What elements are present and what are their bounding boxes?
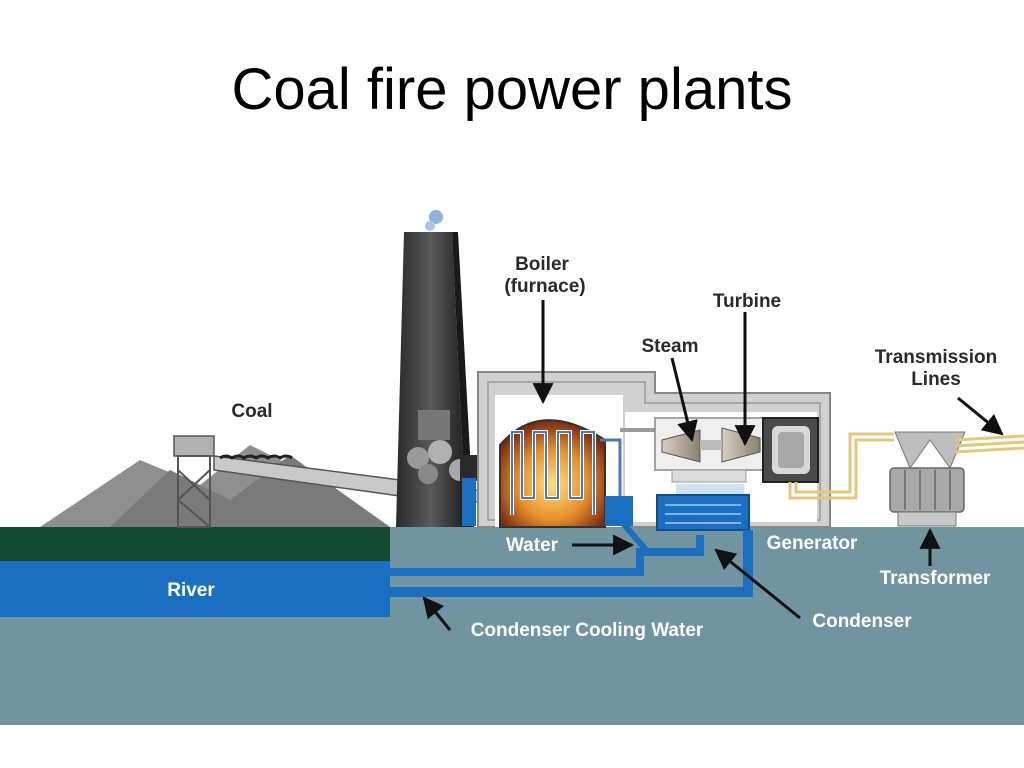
generator-power-lines bbox=[788, 432, 894, 500]
generator bbox=[762, 417, 819, 483]
label-transmission-line1: Transmission bbox=[875, 347, 998, 368]
label-generator: Generator bbox=[767, 533, 858, 554]
label-river: River bbox=[167, 580, 215, 601]
slide-title: Coal fire power plants bbox=[231, 57, 793, 122]
label-turbine: Turbine bbox=[713, 291, 781, 312]
grass-strip bbox=[0, 527, 390, 561]
coal-pile bbox=[40, 445, 390, 527]
water-return-pipe bbox=[617, 518, 700, 555]
label-condenser-cooling-water: Condenser Cooling Water bbox=[471, 620, 704, 641]
conveyor-tower bbox=[173, 435, 215, 528]
river bbox=[0, 561, 390, 617]
label-boiler-line2: (furnace) bbox=[504, 276, 585, 297]
boiler-furnace bbox=[499, 419, 622, 528]
label-water: Water bbox=[506, 535, 559, 556]
cooling-water-loop bbox=[390, 530, 753, 597]
transformer bbox=[889, 431, 966, 527]
cooling-water-return bbox=[390, 535, 704, 576]
label-arrows bbox=[422, 300, 1004, 631]
label-transformer: Transformer bbox=[880, 568, 991, 589]
smoke-stack bbox=[396, 232, 500, 527]
feed-water-pipe bbox=[462, 478, 476, 526]
label-condenser: Condenser bbox=[812, 611, 912, 632]
transmission-lines bbox=[954, 434, 1024, 454]
label-boiler-line1: Boiler bbox=[515, 254, 569, 275]
condenser bbox=[656, 494, 750, 531]
label-transmission-line2: Lines bbox=[911, 369, 961, 390]
smoke-puff-icon bbox=[425, 210, 443, 231]
label-steam: Steam bbox=[641, 336, 698, 357]
label-coal: Coal bbox=[231, 401, 272, 422]
